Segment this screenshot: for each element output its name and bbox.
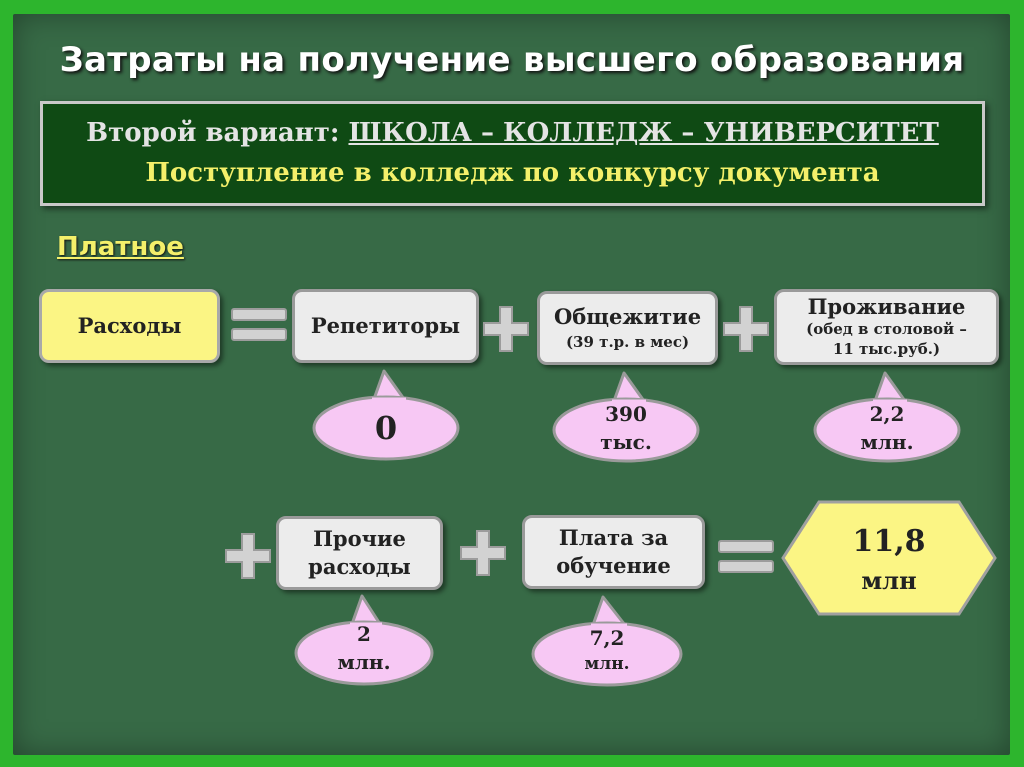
tutors-box: Репетиторы [292,289,479,363]
dorm-box: Общежитие (39 т.р. в мес) [537,291,718,365]
plus-sign [723,306,769,352]
living-note-line2: 11 тыс.руб.) [832,340,941,358]
plus-sign [225,533,271,579]
variant-line: Второй вариант: ШКОЛА – КОЛЛЕДЖ – УНИВЕР… [43,118,982,148]
living-label: Проживание [807,294,966,319]
tuition-box: Плата за обучение [522,515,705,589]
bubble-shape [294,594,434,686]
tutors-value: 0 [374,409,398,447]
plus-sign [483,306,529,352]
expenses-label: Расходы [77,313,182,338]
tutors-label: Репетиторы [310,313,461,338]
bubble-shape [552,371,700,463]
bubble-shape [312,369,460,461]
living-value-line2: млн. [860,430,914,454]
living-box: Проживание (обед в столовой – 11 тыс.руб… [774,289,999,365]
dorm-value-bubble: 390 тыс. [552,371,700,463]
other-value-bubble: 2 млн. [294,594,434,686]
expenses-box: Расходы [39,289,220,363]
other-expenses-box: Прочие расходы [276,516,443,590]
dorm-note: (39 т.р. в мес) [565,333,690,351]
equals-sign [231,308,287,341]
tuition-value-line2: млн. [584,654,630,674]
hexagon-shape [781,500,997,616]
plus-sign [460,530,506,576]
variant-path: ШКОЛА – КОЛЛЕДЖ – УНИВЕРСИТЕТ [348,118,939,148]
dorm-value-line2: тыс. [600,430,652,454]
tuition-value-line1: 7,2 [589,626,625,650]
tuition-line2: обучение [556,553,671,578]
living-value-bubble: 2,2 млн. [813,371,961,463]
section-label-paid: Платное [57,232,184,262]
dorm-value-line1: 390 [605,402,647,426]
total-hexagon: 11,8 млн [781,500,997,616]
other-expenses-line1: Прочие [313,526,406,551]
bubble-shape [813,371,961,463]
total-unit: млн [861,566,917,595]
variant-prefix: Второй вариант: [86,118,349,148]
variant-banner: Второй вариант: ШКОЛА – КОЛЛЕДЖ – УНИВЕР… [40,101,985,206]
tuition-value-bubble: 7,2 млн. [531,595,683,687]
tutors-value-bubble: 0 [312,369,460,461]
living-note-line1: (обед в столовой – [806,320,967,338]
slide-title: Затраты на получение высшего образования [59,40,965,80]
dorm-label: Общежитие [553,304,702,329]
total-value: 11,8 [852,524,926,559]
other-value-line2: млн. [337,650,391,674]
admission-line: Поступление в колледж по конкурсу докуме… [145,158,880,188]
tuition-line1: Плата за [558,525,669,550]
equals-sign [718,540,774,573]
living-value-line1: 2,2 [869,402,905,426]
other-expenses-line2: расходы [308,554,411,579]
bubble-shape [531,595,683,687]
other-value-line1: 2 [357,622,371,646]
